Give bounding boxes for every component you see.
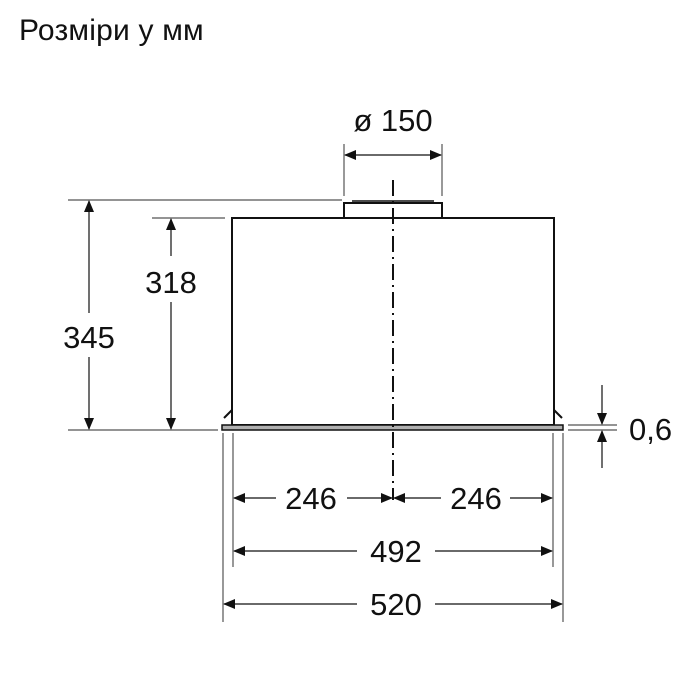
body-height-label: 318 [145,265,197,300]
diagram-title: Розміри у мм [19,14,204,47]
body-height-dimension: 318 [145,218,197,430]
diameter-dimension: ø 150 [343,103,443,196]
total-height-dimension: 345 [63,200,115,430]
body-width-dimension: 492 [233,534,553,569]
total-height-label: 345 [63,320,115,355]
flange-thickness-dimension: 0,6 [568,385,672,468]
right-half-width-dimension: 246 [393,481,553,516]
flange-thickness-label: 0,6 [629,412,672,447]
left-half-width-dimension: 246 [233,481,393,516]
total-width-label: 520 [370,587,422,622]
left-half-width-label: 246 [285,481,337,516]
right-half-width-label: 246 [450,481,502,516]
diameter-label: ø 150 [353,103,432,138]
body-width-label: 492 [370,534,422,569]
total-width-dimension: 520 [223,587,563,622]
